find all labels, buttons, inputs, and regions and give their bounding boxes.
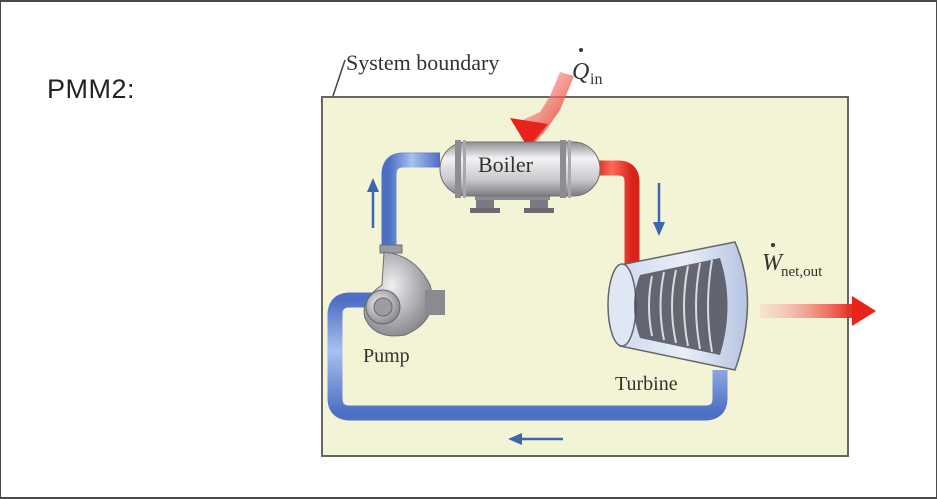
turbine-to-pump-pipe	[327, 292, 728, 421]
flow-arrow-up	[367, 178, 379, 228]
boiler: Boiler	[439, 140, 601, 213]
heat-in-arrow-head	[510, 118, 548, 148]
turbine: Turbine	[607, 241, 749, 395]
svg-text:in: in	[590, 71, 602, 88]
pump-label: Pump	[363, 345, 410, 367]
svg-text:Q: Q	[572, 59, 589, 85]
slide-title: PMM2:	[47, 74, 136, 104]
pump-to-boiler-pipe	[381, 152, 440, 245]
work-out-label: W net,out	[762, 243, 823, 280]
svg-text:W: W	[762, 250, 784, 276]
pump: Pump	[363, 244, 445, 367]
boiler-label: Boiler	[478, 152, 534, 177]
svg-text:net,out: net,out	[781, 264, 823, 280]
boundary-leader-line	[332, 59, 346, 97]
heat-in-label: Q in	[572, 48, 602, 88]
flow-arrow-down	[653, 183, 665, 236]
work-out-arrow	[760, 304, 855, 318]
boiler-to-turbine-pipe	[595, 160, 640, 268]
flow-arrow-left	[508, 433, 563, 445]
work-out-arrow-head	[852, 296, 876, 326]
turbine-label: Turbine	[615, 373, 678, 395]
system-boundary-label: System boundary	[346, 50, 499, 75]
